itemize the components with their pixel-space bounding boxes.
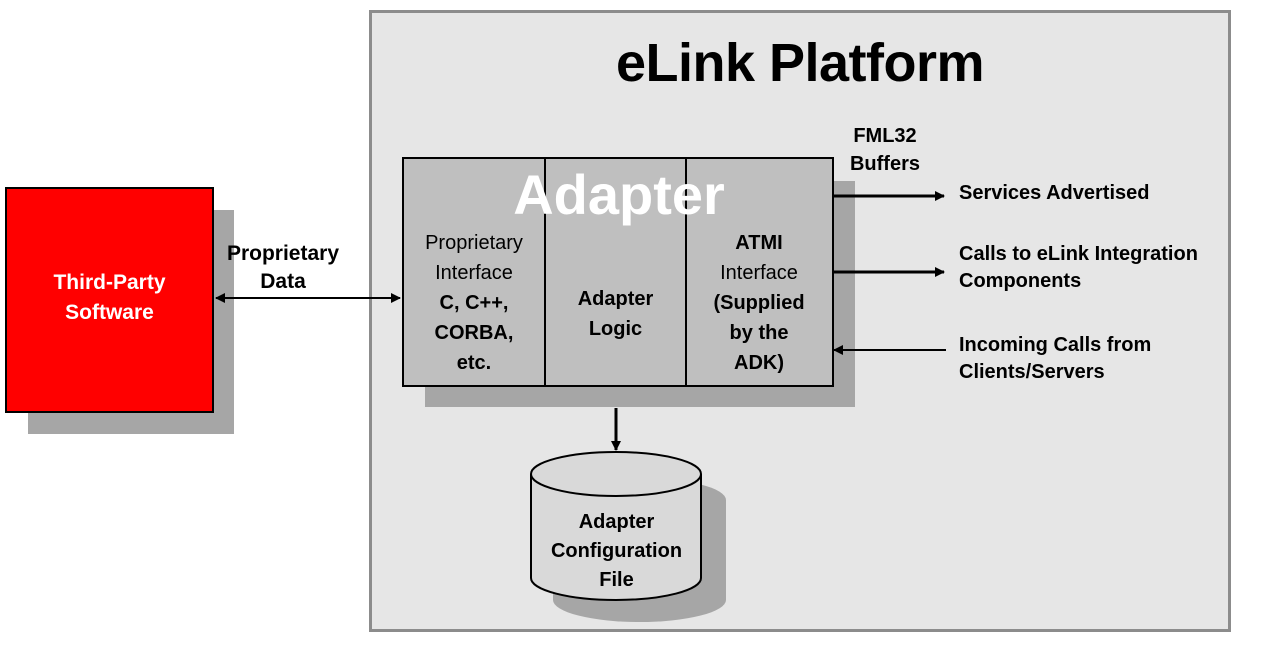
- col1-line5: etc.: [456, 352, 492, 374]
- adapter-divider-2: [685, 159, 687, 385]
- col1-line4: CORBA,: [434, 322, 514, 344]
- proprietary-data-line2: Data: [260, 270, 306, 293]
- third-party-label-line2: Software: [65, 301, 154, 324]
- col3-line4: by the: [729, 322, 789, 344]
- col1-line3: C, C++,: [439, 292, 509, 314]
- config-file-cylinder: [530, 451, 702, 601]
- incoming-line2: Clients/Servers: [959, 361, 1105, 383]
- proprietary-data-line1: Proprietary: [226, 242, 340, 265]
- incoming-calls-label: Incoming Calls from Clients/Servers: [959, 332, 1151, 386]
- adapter-configuration-file-label: Adapter Configuration File: [531, 508, 702, 595]
- fml32-buffers-label: FML32 Buffers: [842, 122, 928, 178]
- adapter-divider-1: [544, 159, 546, 385]
- col3-line3: (Supplied: [713, 292, 805, 314]
- config-file-line3: File: [599, 569, 634, 591]
- col2-line2: Logic: [588, 318, 643, 340]
- calls-to-elink-label: Calls to eLink Integration Components: [959, 241, 1198, 295]
- fml32-line1: FML32: [853, 125, 917, 147]
- third-party-software-label: Third-Party Software: [5, 268, 214, 328]
- adapter-block: [402, 157, 834, 387]
- col3-line2: Interface: [720, 262, 798, 284]
- col3-line1: ATMI: [735, 232, 783, 254]
- col1-line2: Interface: [435, 262, 513, 284]
- config-file-line1: Adapter: [578, 511, 655, 533]
- col1-line1: Proprietary: [425, 232, 523, 254]
- third-party-software-box: [5, 187, 214, 413]
- proprietary-data-label: Proprietary Data: [219, 240, 347, 296]
- atmi-interface-column: ATMI Interface (Supplied by the ADK): [686, 228, 832, 378]
- incoming-line1: Incoming Calls from: [959, 334, 1152, 356]
- fml32-line2: Buffers: [849, 153, 920, 175]
- adapter-title: Adapter: [513, 163, 725, 226]
- col3-line5: ADK): [734, 352, 784, 374]
- proprietary-interface-column: Proprietary Interface C, C++, CORBA, etc…: [404, 228, 544, 378]
- adapter-logic-column: Adapter Logic: [545, 284, 686, 344]
- services-advertised-label: Services Advertised: [959, 182, 1150, 204]
- third-party-label-line1: Third-Party: [53, 271, 166, 294]
- calls-line2: Components: [959, 270, 1082, 292]
- col2-line1: Adapter: [577, 288, 654, 310]
- config-file-line2: Configuration: [550, 540, 683, 562]
- calls-line1: Calls to eLink Integration: [959, 243, 1198, 265]
- platform-title: eLink Platform: [615, 33, 985, 93]
